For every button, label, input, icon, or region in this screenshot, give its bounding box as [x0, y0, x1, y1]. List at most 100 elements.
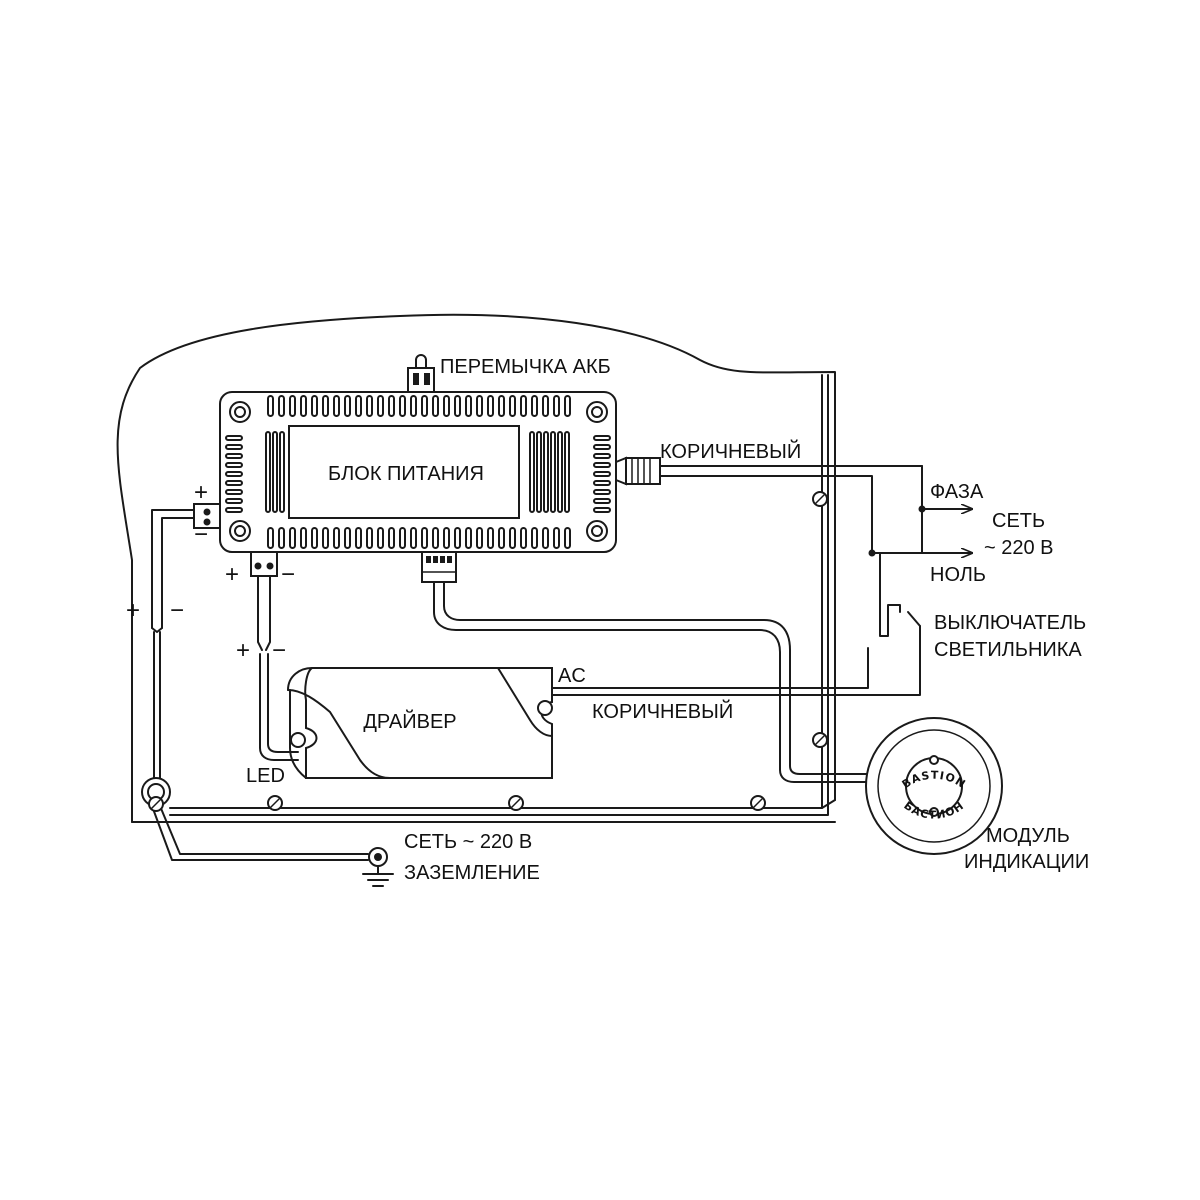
- ground-ring: [141, 777, 171, 812]
- vent-slot: [564, 431, 570, 513]
- phase-label: ФАЗА: [930, 481, 984, 503]
- psu-vent-slots: [225, 395, 611, 549]
- vent-slot: [487, 395, 494, 417]
- vent-slot: [593, 489, 611, 495]
- mount-hole-icon: [229, 401, 251, 423]
- vent-slot: [344, 527, 351, 549]
- vent-slot: [476, 395, 483, 417]
- vent-slot: [432, 527, 439, 549]
- vent-slot: [542, 527, 549, 549]
- power-supply: БЛОК ПИТАНИЯ: [219, 391, 617, 553]
- vent-slot: [289, 527, 296, 549]
- switch-label-line2: СВЕТИЛЬНИКА: [934, 639, 1082, 661]
- vent-slot: [272, 431, 278, 513]
- vent-slot: [399, 527, 406, 549]
- psu-label: БЛОК ПИТАНИЯ: [328, 463, 484, 485]
- vent-slot: [432, 395, 439, 417]
- luminaire-switch: [879, 604, 921, 637]
- ground-label: ЗАЗЕМЛЕНИЕ: [404, 862, 540, 884]
- dc-output-terminal: [250, 551, 278, 577]
- mains-voltage-label: ~ 220 В: [984, 537, 1054, 559]
- vent-slot: [278, 527, 285, 549]
- vent-slot: [487, 527, 494, 549]
- vent-slot: [366, 527, 373, 549]
- vent-slot: [564, 395, 571, 417]
- vent-slot: [388, 527, 395, 549]
- vent-slot: [421, 527, 428, 549]
- vent-slot: [593, 453, 611, 459]
- vent-slot: [267, 395, 274, 417]
- vent-slot: [553, 395, 560, 417]
- vent-slot: [225, 444, 243, 450]
- vent-slot: [388, 395, 395, 417]
- screw-icon: [812, 732, 828, 748]
- brown-wire-bottom-label: КОРИЧНЕВЫЙ: [592, 699, 733, 723]
- vent-slot: [520, 395, 527, 417]
- vent-slot: [593, 480, 611, 486]
- vent-slot: [593, 471, 611, 477]
- vent-slot: [593, 444, 611, 450]
- vent-slot: [553, 527, 560, 549]
- vent-slot: [377, 527, 384, 549]
- vent-slot: [476, 527, 483, 549]
- vent-slot: [225, 462, 243, 468]
- vent-slot: [322, 395, 329, 417]
- driver-minus-sign: −: [272, 637, 286, 664]
- switch-label-line1: ВЫКЛЮЧАТЕЛЬ: [934, 612, 1086, 634]
- battery-minus-sign: −: [194, 521, 208, 548]
- indicator-connector: [421, 551, 457, 583]
- vent-slot: [509, 527, 516, 549]
- vent-slot: [225, 480, 243, 486]
- vent-slot: [443, 527, 450, 549]
- psu-mount-holes: [229, 401, 608, 542]
- vent-slot: [366, 395, 373, 417]
- vent-slot: [311, 395, 318, 417]
- earth-terminal: [368, 847, 388, 867]
- vent-slot: [542, 395, 549, 417]
- vent-slot: [267, 527, 274, 549]
- vent-slot: [536, 431, 542, 513]
- vent-slot: [225, 498, 243, 504]
- vent-slot: [520, 527, 527, 549]
- screw-icon: [812, 491, 828, 507]
- screw-icon: [750, 795, 766, 811]
- vent-slot: [465, 395, 472, 417]
- screw-icon: [508, 795, 524, 811]
- vent-slot: [355, 527, 362, 549]
- vent-slot: [289, 395, 296, 417]
- jumper-label: ПЕРЕМЫЧКА АКБ: [440, 356, 611, 378]
- vent-slot: [225, 507, 243, 513]
- indication-module: BASTION БАСТИОН: [865, 717, 1003, 855]
- vent-slot: [550, 431, 556, 513]
- cable-plus-sign: +: [126, 597, 140, 624]
- led-driver: ДРАЙВЕР: [287, 667, 553, 779]
- dc-out-minus-sign: −: [281, 561, 295, 588]
- vent-slot: [355, 395, 362, 417]
- vent-slot: [333, 395, 340, 417]
- vent-slot: [454, 395, 461, 417]
- vent-slot: [454, 527, 461, 549]
- vent-slot: [465, 527, 472, 549]
- brown-wire-top-label: КОРИЧНЕВЫЙ: [660, 439, 801, 463]
- mount-hole-icon: [229, 520, 251, 542]
- vent-slot: [593, 507, 611, 513]
- psu-ac-plug: [615, 456, 661, 486]
- vent-slot: [557, 431, 563, 513]
- ground-mains-label: СЕТЬ ~ 220 В: [404, 831, 532, 853]
- vent-slot: [399, 395, 406, 417]
- vent-slot: [498, 395, 505, 417]
- battery-jumper-connector: [407, 354, 435, 393]
- vent-slot: [278, 395, 285, 417]
- dc-out-plus-sign: +: [225, 561, 239, 588]
- vent-slot: [300, 527, 307, 549]
- ac-label: AC: [558, 665, 586, 687]
- vent-slot: [311, 527, 318, 549]
- battery-plus-sign: +: [194, 479, 208, 506]
- vent-slot: [410, 395, 417, 417]
- cable-minus-sign: −: [170, 597, 184, 624]
- vent-slot: [564, 527, 571, 549]
- screw-icon: [267, 795, 283, 811]
- vent-slot: [300, 395, 307, 417]
